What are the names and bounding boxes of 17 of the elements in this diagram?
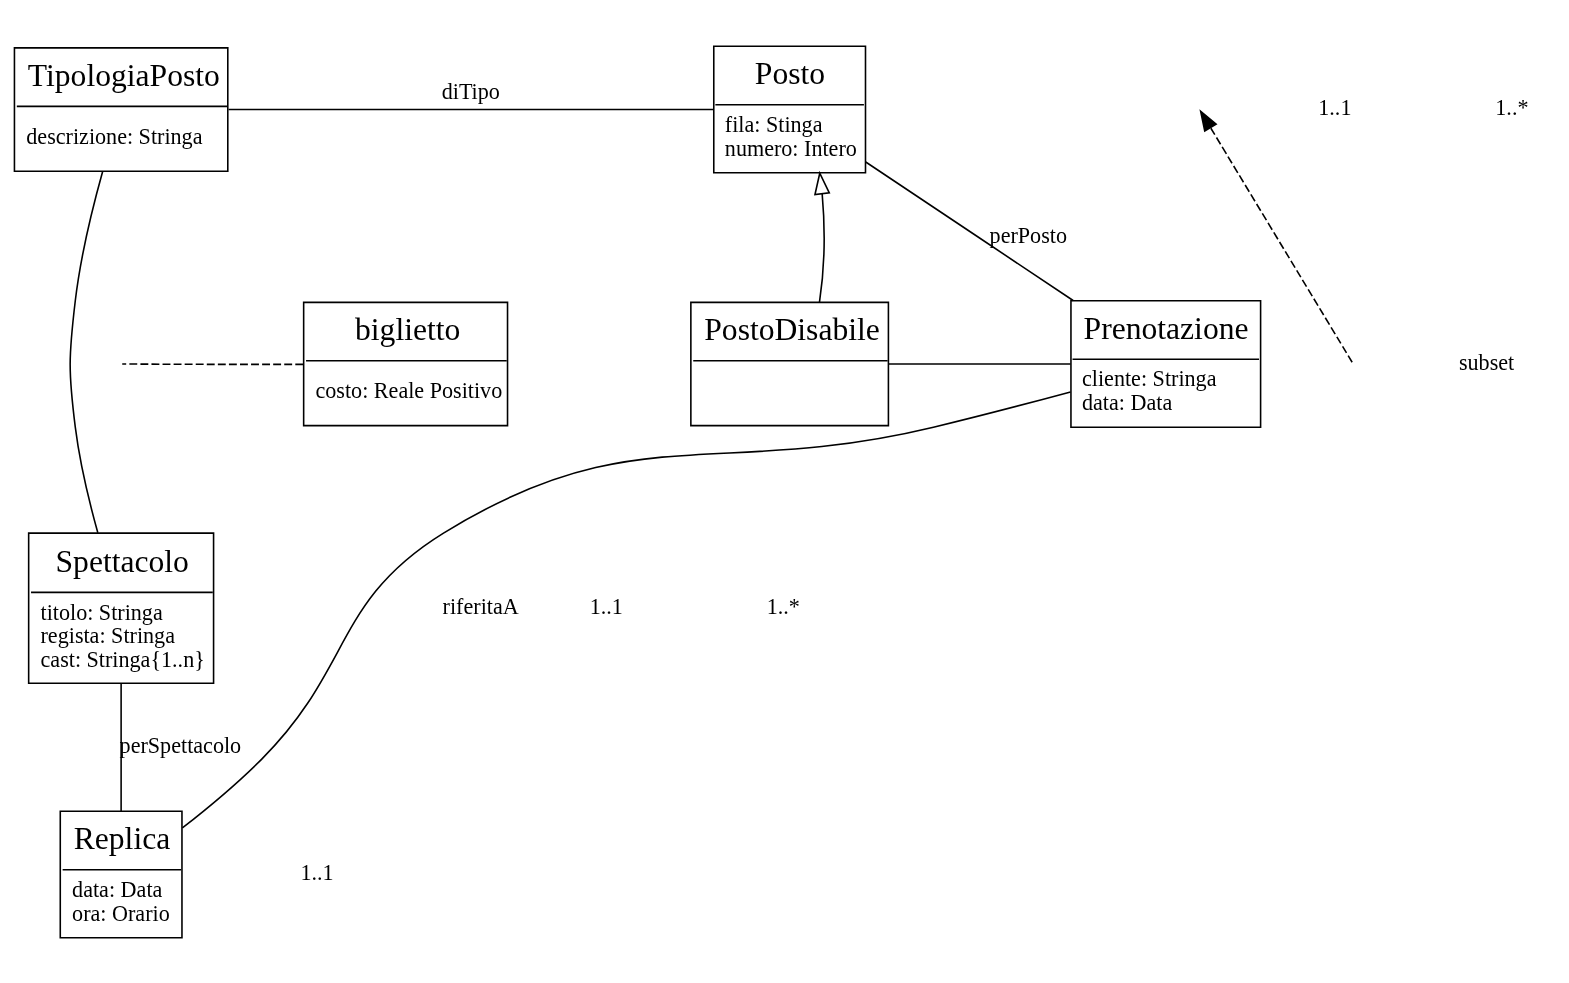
label: 1..1 xyxy=(300,859,334,885)
arrow xyxy=(813,170,831,303)
edge-label: diTipo xyxy=(441,78,500,104)
edge-label: perPosto xyxy=(989,222,1067,248)
label: subset xyxy=(1458,349,1515,375)
connector xyxy=(864,160,1074,301)
edge-label: riferitaA xyxy=(442,593,519,619)
label: 1..1 xyxy=(1318,94,1352,120)
connector xyxy=(181,390,1072,829)
connector xyxy=(69,170,104,534)
connector xyxy=(121,362,304,365)
label: 1..* xyxy=(766,593,800,619)
label: 1..1 xyxy=(589,593,623,619)
connector xyxy=(888,362,1072,365)
connector xyxy=(227,108,715,110)
label: 1..* xyxy=(1495,94,1529,120)
connector xyxy=(120,682,122,812)
